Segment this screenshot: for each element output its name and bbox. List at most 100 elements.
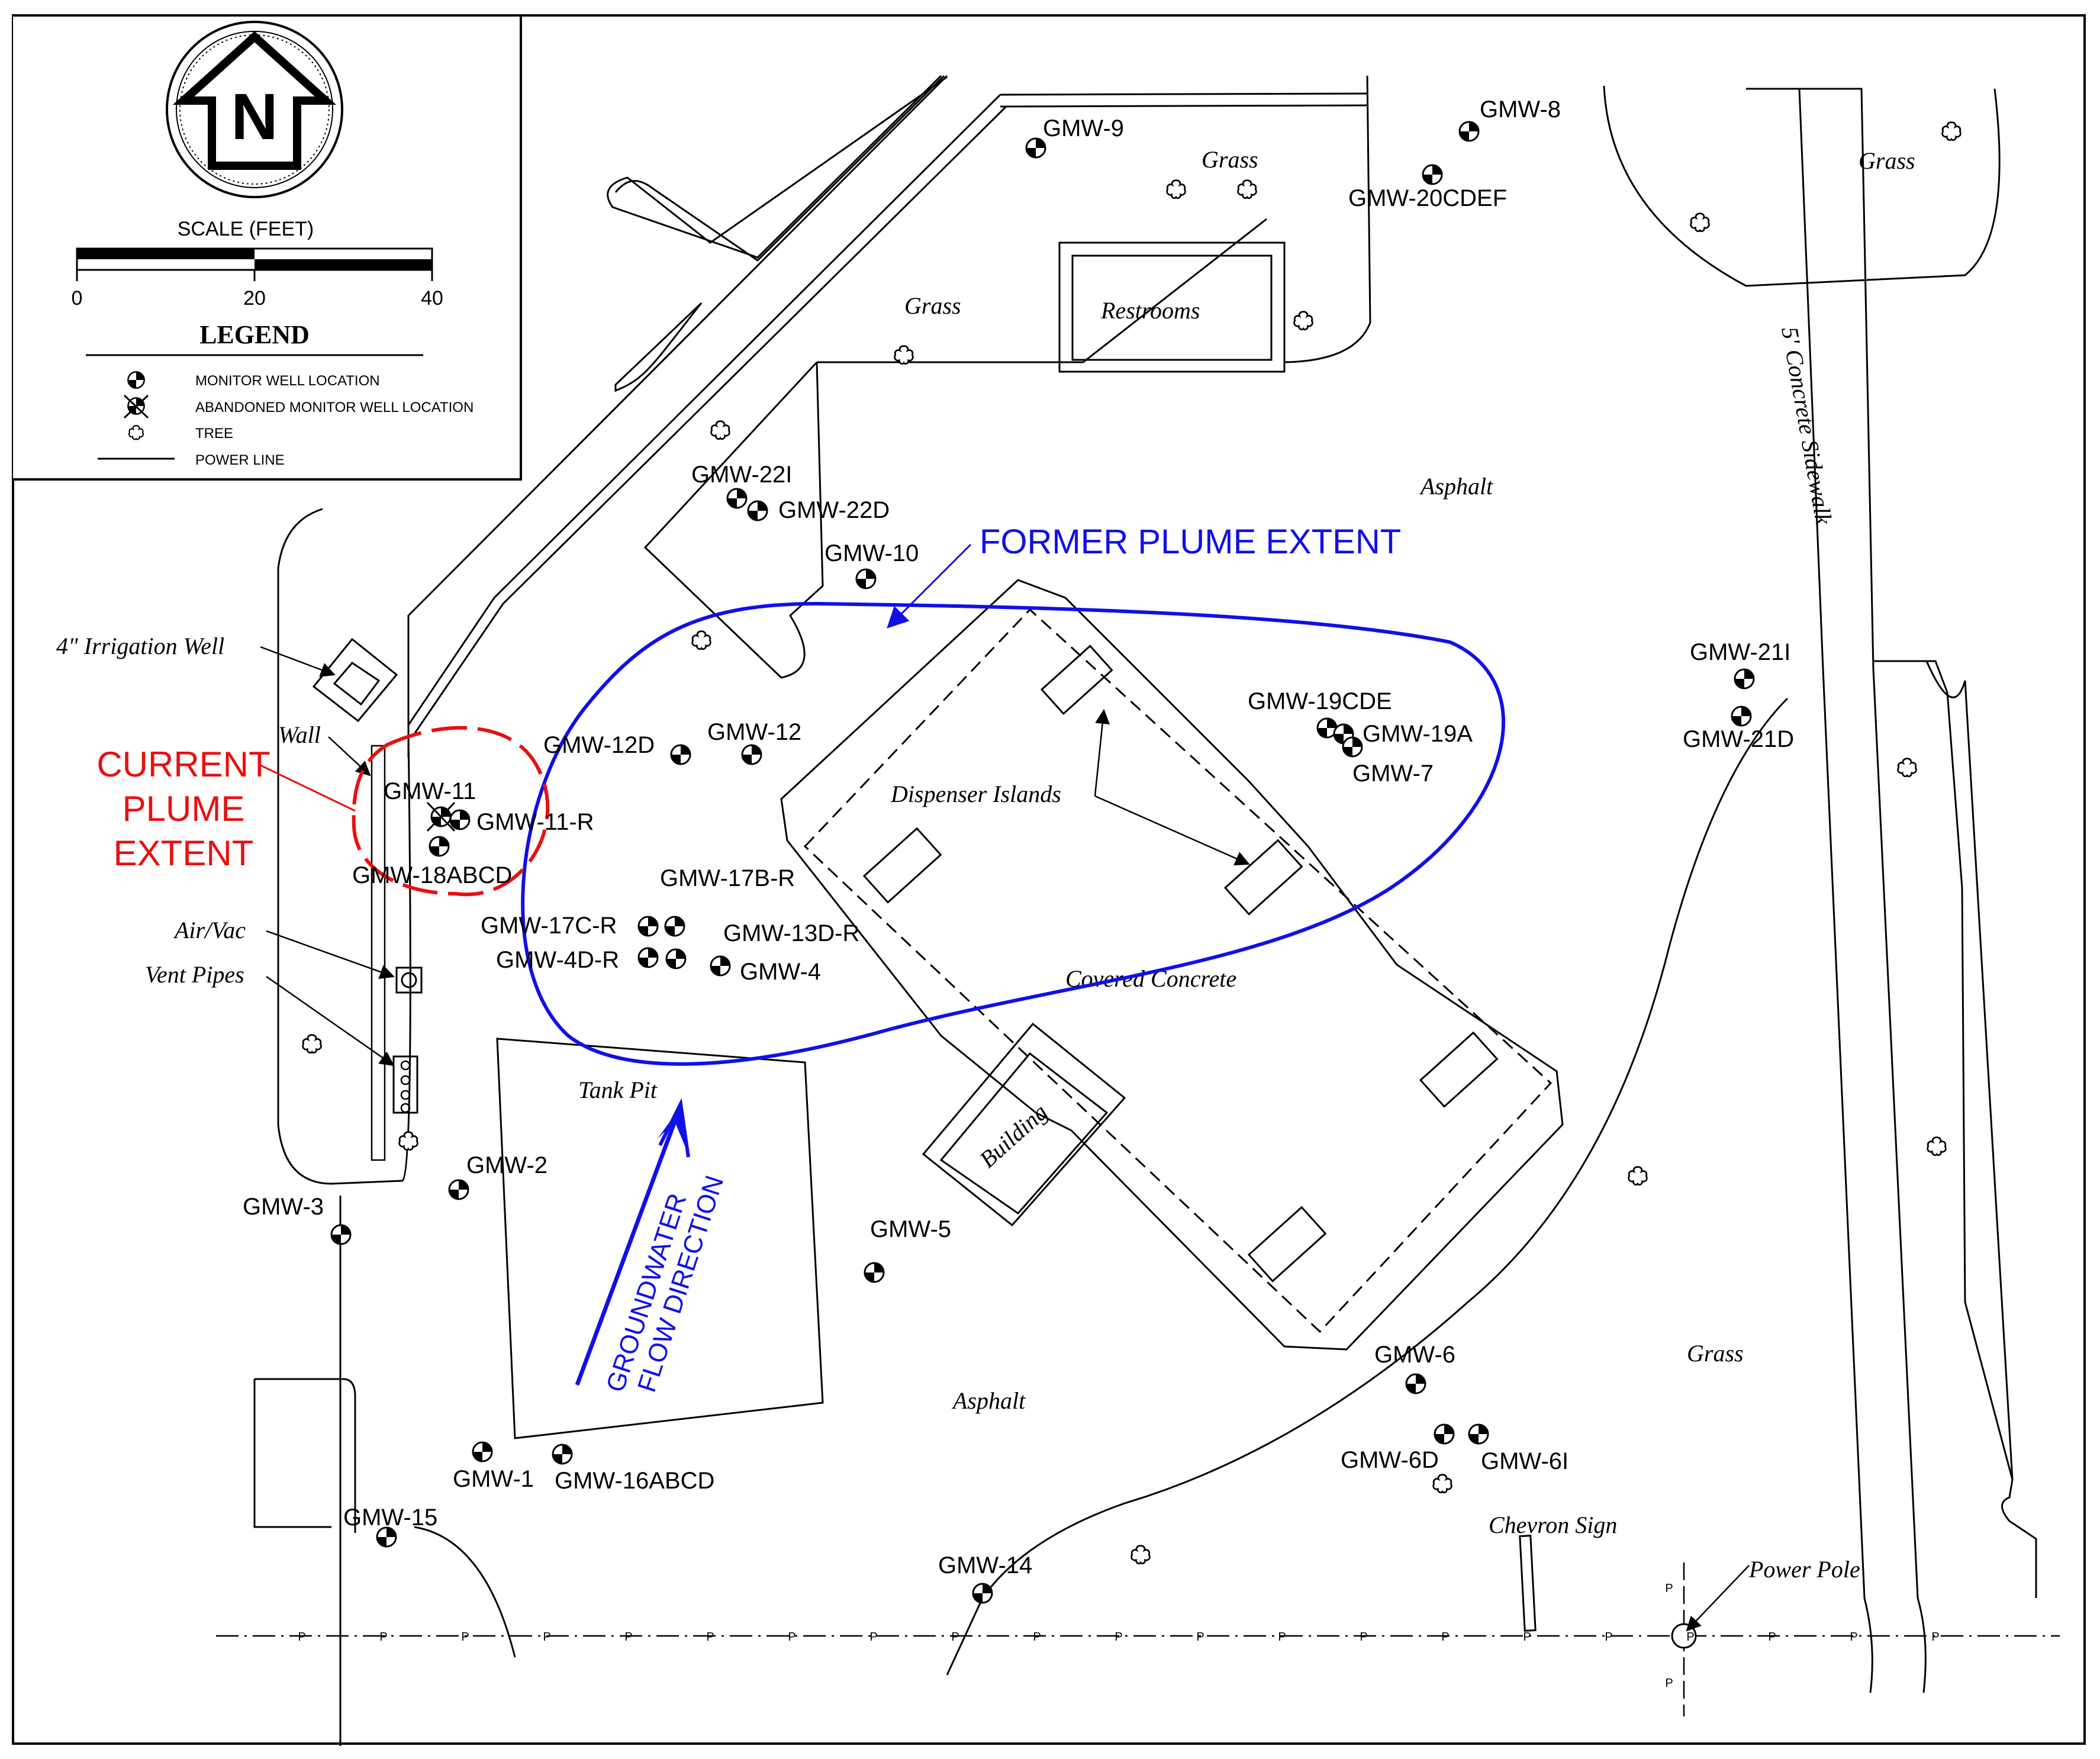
well-label: GMW-11 bbox=[384, 778, 476, 804]
well-label: GMW-1 bbox=[453, 1466, 534, 1492]
well-gmw-22i[interactable]: GMW-22I bbox=[691, 462, 792, 509]
well-gmw-10[interactable]: GMW-10 bbox=[824, 540, 919, 589]
monitor-well-icon bbox=[864, 1262, 885, 1283]
label-grass-4: Grass bbox=[1687, 1340, 1744, 1367]
well-gmw-9[interactable]: GMW-9 bbox=[1025, 115, 1124, 159]
well-label: GMW-12D bbox=[543, 732, 655, 758]
label-asphalt-2: Asphalt bbox=[951, 1387, 1026, 1414]
former-plume-label: FORMER PLUME EXTENT bbox=[980, 523, 1401, 561]
monitor-well-icon bbox=[665, 948, 687, 969]
well-gmw-7[interactable]: GMW-7 bbox=[1342, 736, 1434, 787]
monitor-well-icon bbox=[710, 955, 731, 977]
well-gmw-4d-r[interactable]: GMW-4D-R bbox=[496, 947, 659, 973]
well-label: GMW-18ABCD bbox=[352, 862, 512, 888]
well-label: GMW-5 bbox=[870, 1216, 951, 1242]
well-label: GMW-4D-R bbox=[496, 947, 619, 973]
scale-tick-40: 40 bbox=[421, 287, 443, 310]
well-gmw-21i[interactable]: GMW-21I bbox=[1690, 639, 1790, 690]
monitor-well-icon bbox=[1434, 1423, 1455, 1445]
well-label: GMW-8 bbox=[1480, 96, 1561, 123]
well-gmw-11[interactable]: GMW-11 bbox=[384, 778, 476, 832]
monitor-well-icon bbox=[637, 947, 659, 968]
well-label: GMW-13D-R bbox=[723, 920, 859, 946]
tree-icon bbox=[1293, 311, 1313, 331]
tree-icon bbox=[710, 420, 730, 440]
map-border bbox=[12, 14, 2086, 1745]
scale-tick-20: 20 bbox=[243, 287, 266, 310]
legend-panel: N SCALE (FEET) 0 20 40 LEGEND MONITOR WE… bbox=[13, 14, 522, 481]
well-gmw-20cdef[interactable]: GMW-20CDEF bbox=[1348, 164, 1507, 211]
label-sidewalk: 5' Concrete Sidewalk bbox=[1776, 325, 1837, 527]
well-gmw-6[interactable]: GMW-6 bbox=[1374, 1342, 1455, 1394]
power-line-marker: P bbox=[1278, 1631, 1286, 1644]
well-gmw-2[interactable]: GMW-2 bbox=[448, 1152, 547, 1200]
power-line-marker: P bbox=[951, 1631, 959, 1644]
power-line-marker: P bbox=[543, 1631, 550, 1644]
scale-tick-0: 0 bbox=[72, 287, 83, 310]
well-label: GMW-17C-R bbox=[481, 913, 617, 939]
monitor-well-icon bbox=[1422, 164, 1443, 185]
power-line-marker: P bbox=[1523, 1631, 1531, 1644]
well-gmw-6d[interactable]: GMW-6D bbox=[1341, 1423, 1455, 1473]
well-gmw-13d-r[interactable]: GMW-13D-R bbox=[665, 920, 859, 969]
well-gmw-17b-r[interactable]: GMW-17B-R bbox=[660, 865, 795, 937]
leader-lines bbox=[260, 646, 1750, 1632]
power-line-marker: P bbox=[1605, 1631, 1612, 1644]
well-label: GMW-6I bbox=[1481, 1448, 1568, 1474]
label-power-pole: Power Pole bbox=[1748, 1556, 1860, 1583]
label-air-vac: Air/Vac bbox=[173, 917, 246, 943]
well-gmw-1[interactable]: GMW-1 bbox=[453, 1441, 534, 1492]
north-label: N bbox=[231, 80, 278, 153]
monitor-well-icon bbox=[741, 744, 762, 765]
well-label: GMW-20CDEF bbox=[1348, 185, 1507, 211]
well-gmw-21d[interactable]: GMW-21D bbox=[1683, 705, 1794, 752]
well-gmw-18abcd[interactable]: GMW-18ABCD bbox=[352, 836, 512, 888]
legend-title: LEGEND bbox=[199, 320, 310, 349]
label-tank-pit: Tank Pit bbox=[578, 1077, 658, 1103]
well-label: GMW-19CDE bbox=[1248, 688, 1392, 714]
legend-item-monitor-well: MONITOR WELL LOCATION bbox=[195, 373, 380, 389]
well-gmw-5[interactable]: GMW-5 bbox=[864, 1216, 951, 1283]
label-chevron-sign: Chevron Sign bbox=[1489, 1512, 1617, 1538]
monitor-well-icon bbox=[670, 744, 691, 765]
well-gmw-22d[interactable]: GMW-22D bbox=[747, 497, 890, 523]
well-gmw-17c-r[interactable]: GMW-17C-R bbox=[481, 913, 659, 939]
monitor-well-icon bbox=[448, 1179, 469, 1200]
well-gmw-15[interactable]: GMW-15 bbox=[343, 1505, 437, 1548]
well-gmw-19a[interactable]: GMW-19A bbox=[1333, 721, 1473, 747]
monitor-well-icon bbox=[855, 568, 877, 589]
power-line-marker: P bbox=[1441, 1631, 1449, 1644]
well-label: GMW-14 bbox=[938, 1552, 1032, 1578]
well-label: GMW-19A bbox=[1363, 721, 1473, 747]
tree-icon bbox=[1628, 1166, 1648, 1186]
well-gmw-12[interactable]: GMW-12 bbox=[707, 719, 801, 765]
well-gmw-3[interactable]: GMW-3 bbox=[243, 1194, 352, 1245]
monitor-well-icon bbox=[552, 1444, 573, 1465]
well-label: GMW-10 bbox=[824, 540, 919, 566]
north-arrow-icon: N bbox=[166, 21, 343, 198]
well-label: GMW-2 bbox=[466, 1152, 547, 1178]
current-plume-label-1: CURRENT bbox=[96, 745, 270, 784]
power-line-marker: P bbox=[1665, 1582, 1673, 1595]
groundwater-flow: GROUNDWATER FLOW DIRECTION bbox=[575, 1098, 729, 1396]
well-gmw-12d[interactable]: GMW-12D bbox=[543, 732, 691, 765]
label-grass-1: Grass bbox=[1202, 146, 1258, 173]
scale-bar bbox=[76, 247, 433, 281]
well-label: GMW-12 bbox=[707, 719, 801, 745]
well-gmw-14[interactable]: GMW-14 bbox=[938, 1552, 1032, 1604]
well-gmw-16abcd[interactable]: GMW-16ABCD bbox=[552, 1444, 714, 1494]
monitor-well-icon bbox=[972, 1583, 993, 1604]
well-gmw-4[interactable]: GMW-4 bbox=[710, 955, 821, 985]
tree-icon bbox=[1690, 212, 1710, 233]
well-gmw-19cde[interactable]: GMW-19CDE bbox=[1248, 688, 1392, 739]
well-gmw-6i[interactable]: GMW-6I bbox=[1468, 1423, 1568, 1474]
well-label: GMW-9 bbox=[1043, 115, 1124, 141]
well-gmw-8[interactable]: GMW-8 bbox=[1458, 96, 1561, 142]
tree-icon bbox=[1237, 179, 1257, 199]
power-line-marker: P bbox=[1115, 1631, 1122, 1644]
legend-item-tree: TREE bbox=[195, 426, 233, 442]
well-gmw-11-r[interactable]: GMW-11-R bbox=[449, 809, 594, 835]
monitor-well-icon bbox=[726, 488, 748, 509]
